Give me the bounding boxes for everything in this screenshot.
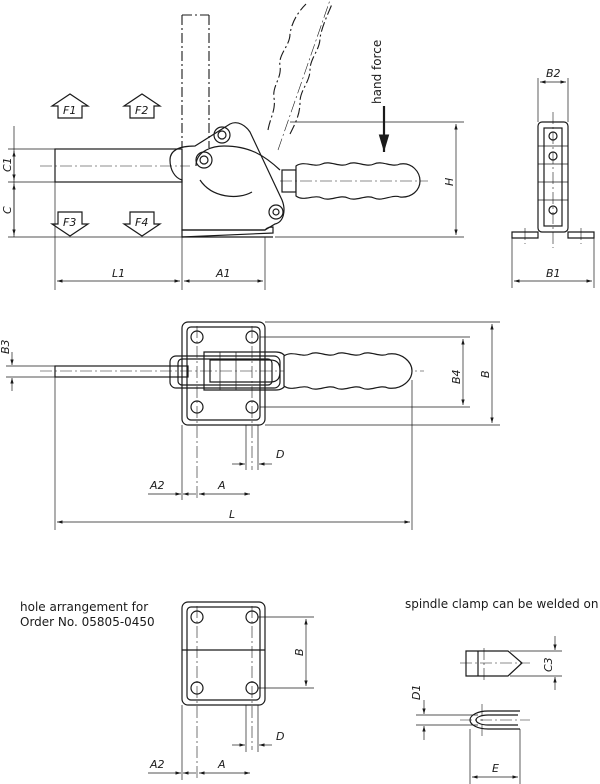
pivot-1-icon: [213, 126, 231, 144]
svg-text:B4: B4: [450, 369, 463, 384]
hole-arrangement-view: hole arrangement for Order No. 05805-045…: [20, 600, 314, 780]
spindle-clamp-note: spindle clamp can be welded on: [405, 597, 598, 611]
svg-text:L: L: [229, 508, 235, 521]
svg-text:D: D: [276, 730, 284, 743]
force-arrow-f4: F4: [122, 211, 162, 237]
svg-text:F4: F4: [135, 216, 148, 229]
svg-text:A: A: [217, 758, 226, 771]
svg-text:A: A: [217, 479, 226, 492]
svg-text:L1: L1: [112, 267, 125, 280]
svg-text:A2: A2: [149, 758, 165, 771]
handle-grip: [280, 162, 428, 200]
base-plate: [181, 226, 274, 238]
plunger-open-position: [181, 14, 210, 148]
svg-text:D: D: [276, 448, 284, 461]
order-number-note: Order No. 05805-0450: [20, 615, 155, 629]
top-view: B3 B4 B D A2 A L: [0, 321, 500, 530]
handle-open-position: [267, 0, 333, 151]
svg-text:H: H: [443, 178, 456, 186]
force-arrow-f3: F3: [50, 211, 90, 237]
svg-text:A2: A2: [149, 479, 165, 492]
svg-text:E: E: [492, 762, 499, 775]
top-base-plate: [181, 321, 266, 426]
spindle-clamp-view: spindle clamp can be welded on C3 D1 E: [405, 597, 598, 784]
end-view: B2 B1: [511, 67, 595, 288]
pivot-2-icon: [195, 151, 213, 169]
svg-text:F2: F2: [135, 104, 148, 117]
svg-text:B3: B3: [0, 339, 12, 354]
svg-text:B: B: [293, 648, 306, 656]
force-arrow-f2: F2: [122, 93, 162, 119]
svg-text:A1: A1: [215, 267, 231, 280]
force-arrow-f1: F1: [50, 93, 90, 119]
clamp-body: [169, 122, 285, 231]
svg-text:B2: B2: [546, 67, 561, 80]
svg-text:F3: F3: [63, 216, 76, 229]
side-view: hand force F1 F2 F3 F4 H C1 C: [1, 0, 464, 290]
hole-arrangement-note: hole arrangement for: [20, 600, 148, 614]
svg-text:C3: C3: [542, 657, 555, 672]
svg-text:C: C: [1, 206, 14, 214]
svg-text:C1: C1: [1, 157, 14, 172]
hand-force-label: hand force: [370, 40, 384, 104]
svg-text:F1: F1: [63, 104, 76, 117]
svg-text:B: B: [479, 370, 492, 378]
pivot-3-icon: [268, 204, 284, 220]
plunger-bar: [54, 148, 183, 183]
svg-text:D1: D1: [410, 685, 423, 700]
svg-text:B1: B1: [546, 267, 561, 280]
